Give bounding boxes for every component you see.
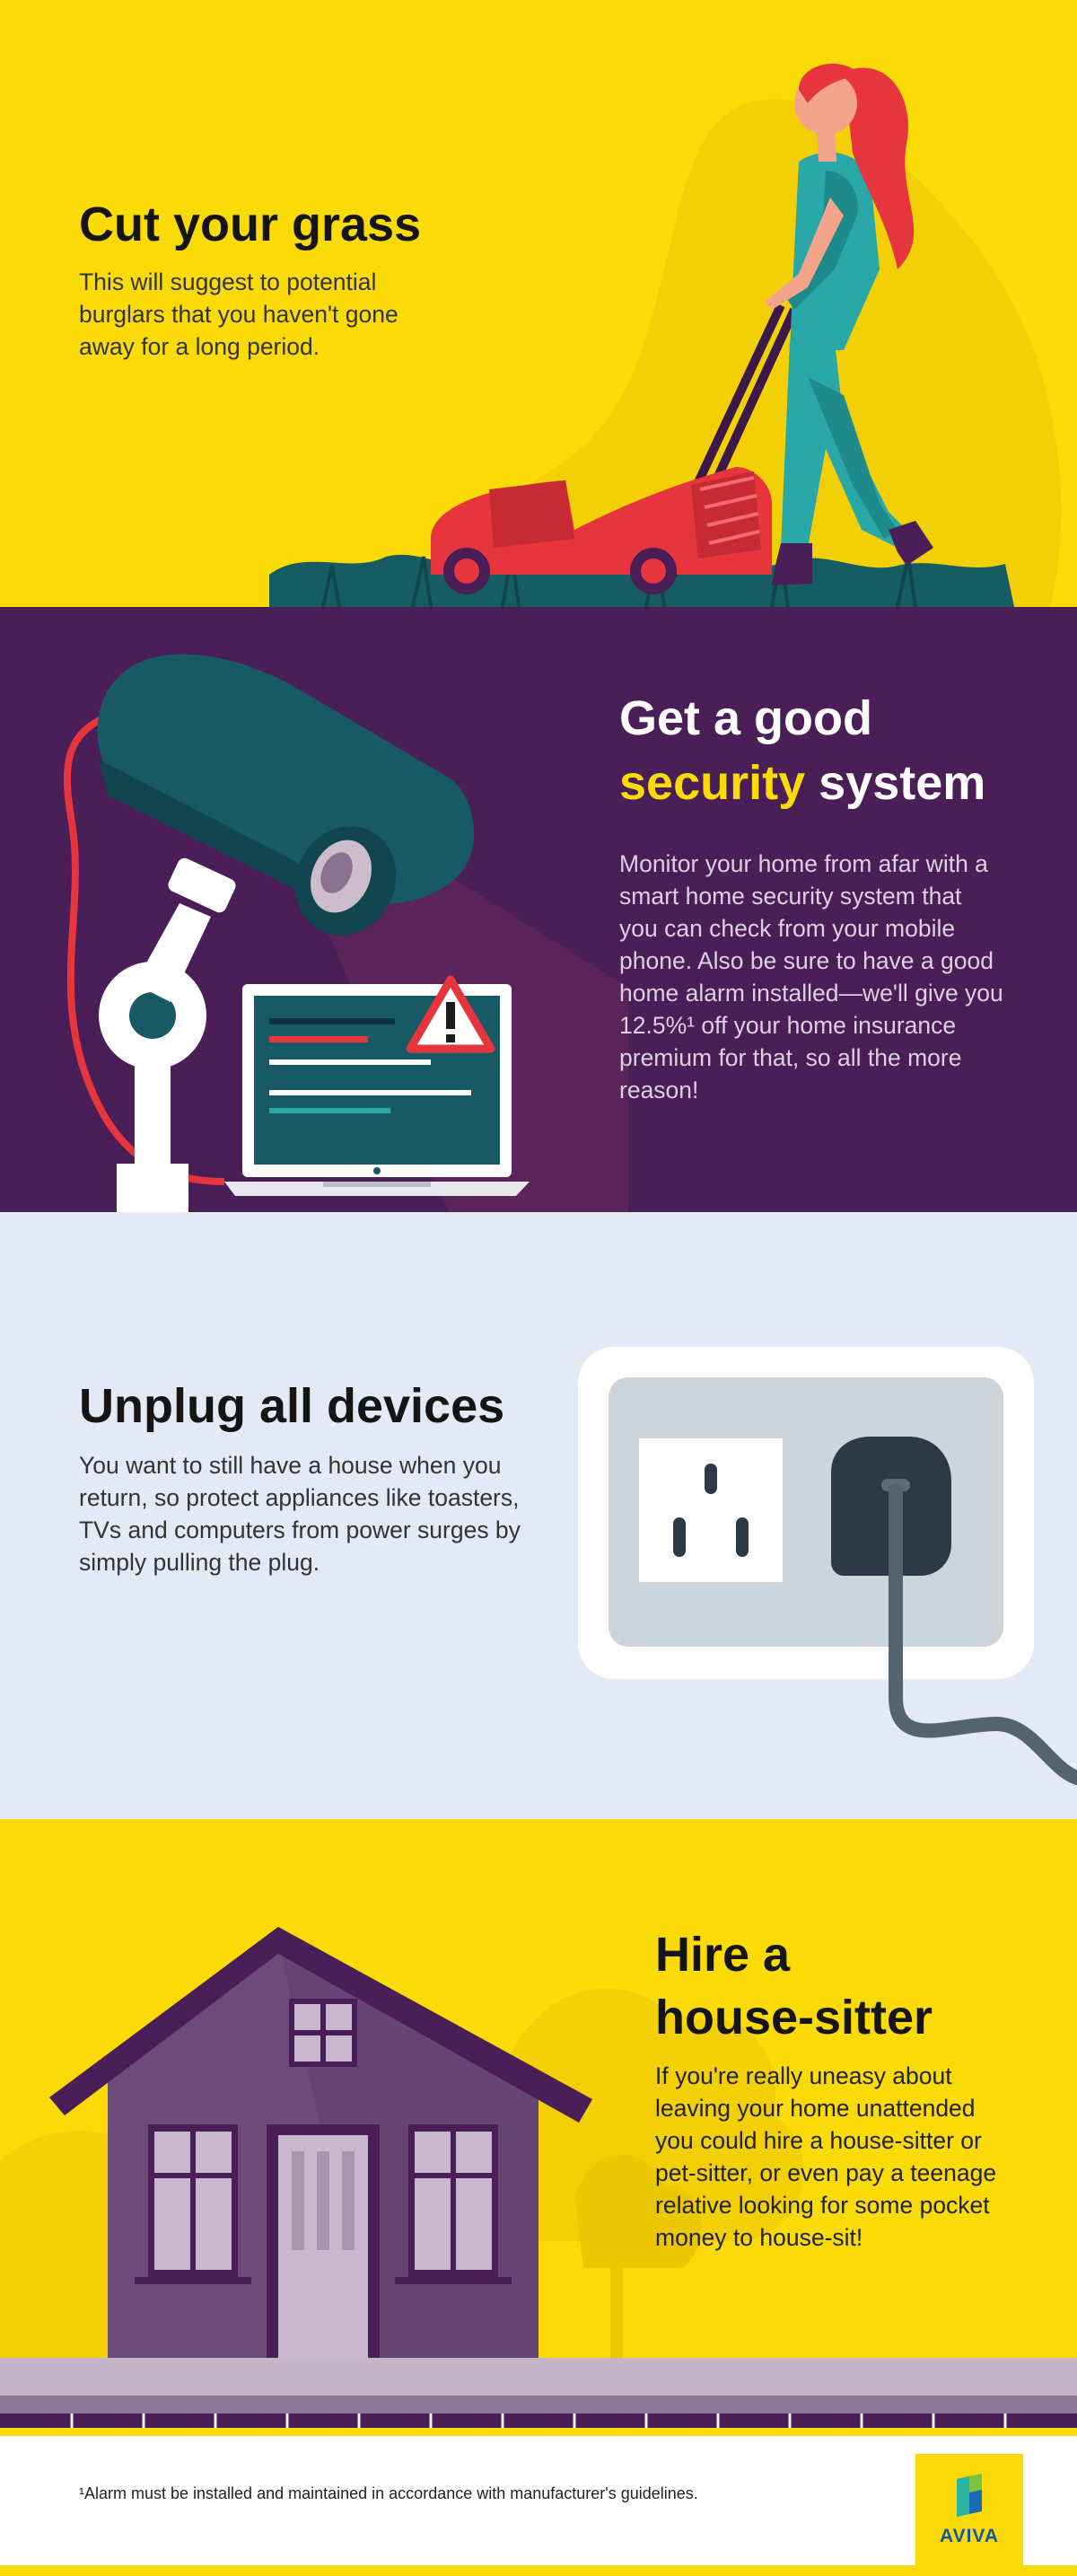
section-cut-grass: Cut your grass This will suggest to pote… — [0, 0, 1077, 607]
section-title: Cut your grass — [79, 198, 422, 251]
section-house-sitter: Hire a house-sitter If you're really une… — [0, 1819, 1077, 2436]
security-camera-illustration — [63, 654, 628, 1212]
aviva-logo-mark — [957, 2474, 982, 2517]
power-outlet-illustration — [578, 1347, 1077, 1785]
aviva-logo[interactable]: AVIVA — [915, 2454, 1023, 2565]
section-body: If you're really uneasy about leaving yo… — [655, 2062, 997, 2251]
section-title: Hire a house-sitter — [655, 1923, 933, 2049]
section-title: Unplug all devices — [79, 1379, 505, 1433]
title-line1: Hire a — [655, 1928, 791, 1982]
section-security: Get a good security system Monitor your … — [0, 607, 1077, 1212]
warning-icon — [406, 975, 495, 1053]
footer: ¹Alarm must be installed and maintained … — [0, 2436, 1077, 2576]
house-illustration — [0, 1927, 1077, 2428]
section-unplug: Unplug all devices You want to still hav… — [0, 1212, 1077, 1819]
footer-bottom-bar — [0, 2565, 1077, 2576]
footnote: ¹Alarm must be installed and maintained … — [79, 2484, 698, 2502]
title-line2: house-sitter — [655, 1991, 933, 2044]
title-line1: Get a good — [619, 691, 872, 745]
logo-text: AVIVA — [939, 2526, 1000, 2546]
section-body: This will suggest to potential burglars … — [79, 268, 398, 360]
title-accent: security — [619, 756, 806, 810]
section-title: Get a good security system — [619, 686, 985, 815]
section-body: Monitor your home from afar with a smart… — [619, 850, 1003, 1103]
title-line2-rest: system — [805, 756, 986, 810]
lawn-mower-illustration — [269, 63, 1062, 607]
section-body: You want to still have a house when you … — [79, 1452, 521, 1576]
